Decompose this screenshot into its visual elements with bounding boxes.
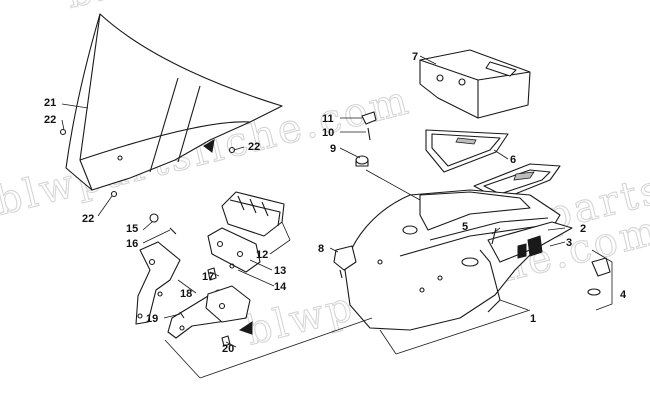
callout-16: 16 [126,238,138,250]
inner-pads [425,129,561,201]
callout-7: 7 [412,51,418,63]
storage-box [419,49,531,119]
callout-4: 4 [620,289,627,301]
callout-8: 8 [318,243,324,255]
callout-3: 3 [566,237,572,249]
callout-labels: 21 22 22 22 7 6 2 3 4 5 1 11 10 9 8 12 1… [44,51,627,355]
callout-12: 12 [256,249,268,261]
callout-1: 1 [530,313,536,325]
hardware [149,111,611,347]
hood [344,189,573,331]
gauge-cluster [221,191,285,237]
callout-22: 22 [248,141,260,153]
callout-14: 14 [274,281,287,293]
callout-22: 22 [82,213,94,225]
watermark-text: blwpartsfiche.com [61,0,485,18]
callout-10: 10 [322,127,334,139]
front-arrow-icon [238,321,253,335]
lower-bracket [167,285,253,339]
windshield [59,13,283,198]
callout-5: 5 [462,221,468,233]
callout-15: 15 [126,223,138,235]
callout-6: 6 [510,154,516,166]
callout-18: 18 [180,288,192,300]
callout-21: 21 [44,97,56,109]
gauge-bracket [207,227,261,273]
callout-17: 17 [202,271,214,283]
callout-11: 11 [322,113,334,125]
callout-19: 19 [146,313,158,325]
callout-2: 2 [580,223,586,235]
mount-bracket [135,241,181,325]
callout-9: 9 [330,143,336,155]
callout-20: 20 [222,343,234,355]
leader-lines [61,55,613,379]
front-arrow-icon [203,139,215,153]
callout-13: 13 [274,265,286,277]
callout-22: 22 [44,114,56,126]
